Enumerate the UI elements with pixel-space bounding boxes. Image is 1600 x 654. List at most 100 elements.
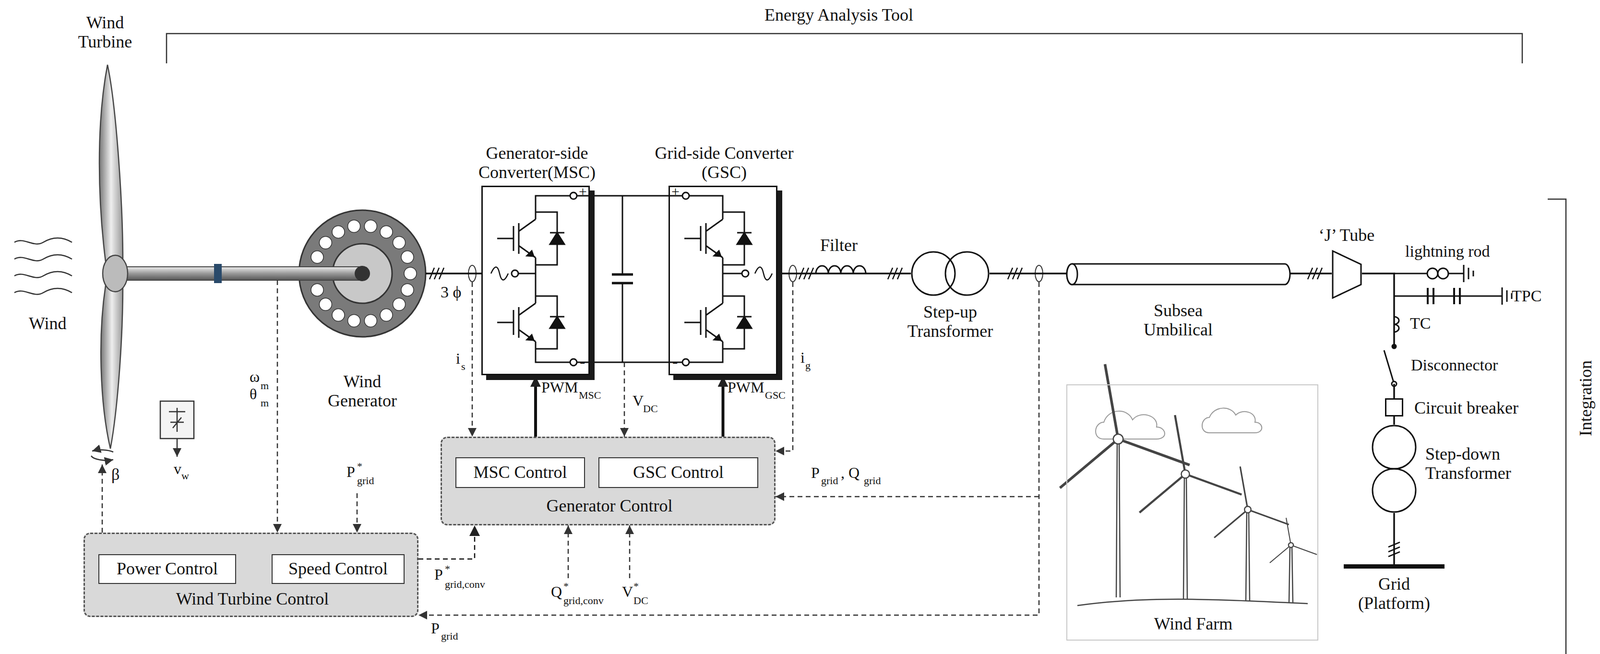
- text-label: grid,conv: [563, 595, 604, 607]
- power-line: [1393, 416, 1396, 425]
- text-label: grid,conv: [444, 578, 486, 591]
- signal-arrow: [418, 525, 475, 560]
- bracket: [1547, 199, 1566, 654]
- text-label: *: [563, 580, 569, 593]
- node-label: Wind Turbine Control: [84, 589, 420, 609]
- step-down-transformer: Step-down Transformer: [1371, 424, 1417, 514]
- text-label: , Q: [840, 464, 860, 482]
- generator-hub: [354, 265, 371, 282]
- wind-farm-sketch: [1060, 364, 1317, 606]
- circuit-breaker: Circuit breaker: [1385, 398, 1404, 417]
- shaft-coupling: [214, 263, 222, 284]
- power-line: [989, 272, 1067, 275]
- text-label: Wind Turbine: [69, 13, 142, 52]
- wind-generator: Wind Generator: [298, 210, 426, 337]
- text-label: DC: [633, 595, 649, 607]
- text-label: s: [461, 360, 466, 373]
- node-label: Speed Control: [288, 559, 388, 579]
- text-label: grid: [821, 475, 838, 487]
- control-box: GSC Control: [598, 457, 759, 489]
- text-label: GSC: [764, 389, 786, 402]
- text-label: 3 ϕ: [440, 283, 462, 301]
- dc-link: [589, 195, 669, 363]
- filter-inductor: [815, 265, 866, 274]
- node-label: Circuit breaker: [1414, 398, 1519, 418]
- power-line: [1393, 513, 1396, 565]
- text-label: Disconnector: [1410, 356, 1498, 374]
- measurement-point: [468, 265, 1043, 282]
- wind-lines: [14, 238, 72, 295]
- text-label: *: [357, 460, 363, 473]
- text-label: DC: [643, 403, 658, 415]
- power-line: [1290, 272, 1332, 275]
- text-label: v: [173, 460, 182, 478]
- text-label: m: [260, 397, 269, 409]
- control-box: MSC Control: [455, 457, 586, 489]
- switchgear: [1384, 264, 1512, 387]
- text-label: grid: [357, 475, 374, 487]
- node-label: Wind Generator: [314, 372, 411, 411]
- text-label: β: [111, 465, 120, 484]
- text-label: PWM: [727, 379, 765, 396]
- node-label: Power Control: [116, 559, 218, 579]
- text-label: Q: [550, 583, 562, 601]
- bracket: [166, 33, 1523, 64]
- text-label: m: [260, 380, 269, 392]
- node-label: Wind Farm: [1067, 614, 1320, 634]
- power-line: [1361, 273, 1395, 399]
- control-block: Generator ControlMSC ControlGSC Control: [440, 436, 776, 526]
- step-down-transformer-outline: [1371, 424, 1417, 514]
- pitch-signal: [101, 464, 104, 533]
- text-label: -: [579, 352, 586, 371]
- power-line: [777, 272, 911, 275]
- power-line: [589, 195, 669, 197]
- text-label: Filter: [820, 236, 858, 256]
- node-label: Subsea Umbilical: [1130, 301, 1227, 340]
- text-label: MSC: [578, 389, 601, 402]
- drive-shaft: [123, 266, 363, 281]
- grid-busbar: Grid (Platform): [1343, 564, 1445, 569]
- j-tube-outline: [1331, 250, 1362, 299]
- text-label: P: [346, 463, 356, 481]
- pwm-arrow: [534, 376, 538, 437]
- text-label: ω: [249, 368, 260, 386]
- three-phase-marks: [429, 267, 1400, 557]
- text-label: TC: [1409, 314, 1431, 333]
- node-label: MSC Control: [473, 463, 567, 483]
- text-label: Wind: [28, 314, 67, 334]
- text-label: Energy Analysis Tool: [764, 5, 914, 25]
- converter-box: Generator-side Converter(MSC): [481, 185, 590, 376]
- j-tube: ‘J’ Tube: [1331, 250, 1362, 299]
- node-label: Grid-side Converter (GSC): [640, 143, 809, 182]
- text-label: P: [811, 464, 820, 482]
- text-label: w: [181, 470, 190, 482]
- text-label: V: [632, 392, 644, 410]
- step-up-transformer: Step-up Transformer: [910, 250, 990, 297]
- text-label: lightning rod: [1405, 242, 1491, 261]
- text-label: i: [800, 349, 805, 367]
- power-line: [425, 272, 482, 275]
- text-label: TPC: [1511, 286, 1542, 305]
- anemometer-icon: [160, 401, 194, 457]
- text-label: *: [444, 563, 451, 575]
- text-label: -: [672, 352, 678, 371]
- igbt-bridge-leg: [668, 192, 773, 366]
- step-up-transformer-outline: [910, 250, 990, 297]
- node-label: Step-down Transformer: [1425, 444, 1529, 483]
- node-label: Step-up Transformer: [887, 302, 1013, 341]
- subsea-umbilical: Subsea Umbilical: [1066, 262, 1291, 286]
- node-label: Grid (Platform): [1353, 574, 1435, 613]
- text-label: grid: [863, 475, 881, 487]
- node-label: ‘J’ Tube: [1298, 226, 1395, 246]
- text-label: Integration: [1576, 360, 1596, 437]
- text-label: +: [671, 183, 680, 200]
- control-block: Wind Turbine Control Power Control Speed C…: [83, 532, 419, 618]
- text-label: θ: [249, 385, 257, 403]
- igbt-bridge-leg: [490, 192, 590, 366]
- pwm-arrow: [721, 376, 725, 437]
- text-label: +: [578, 183, 587, 200]
- pitch-actuator: [91, 450, 114, 461]
- text-label: i: [455, 350, 461, 368]
- control-box: Speed Control: [271, 554, 405, 585]
- node-label: GSC Control: [632, 463, 724, 483]
